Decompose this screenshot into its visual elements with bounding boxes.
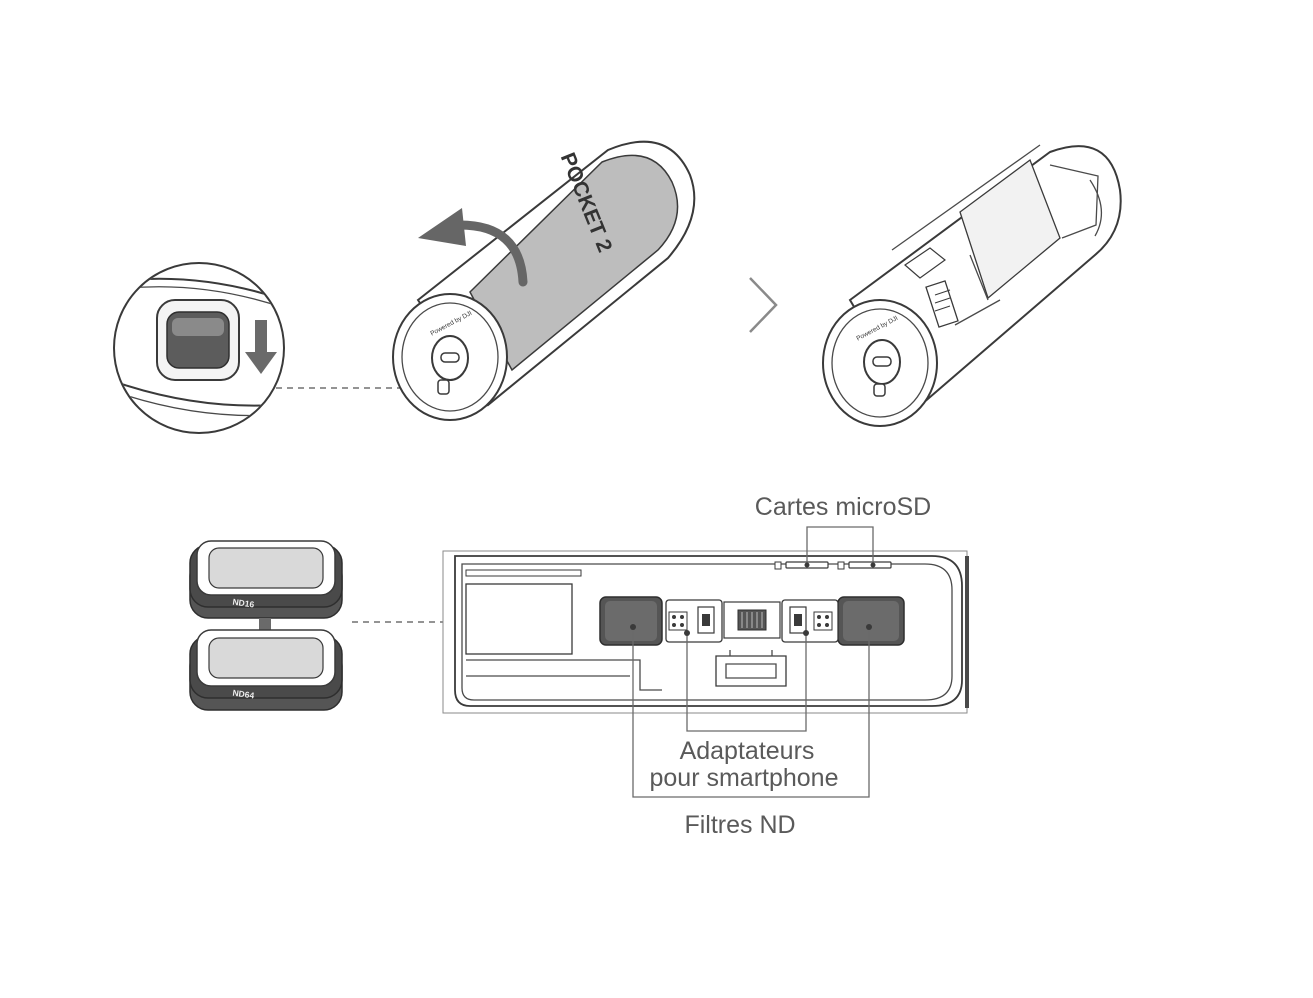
down-arrow-icon [245,320,277,374]
nd-filters-leader [630,624,872,798]
microsd-label: Cartes microSD [755,493,931,521]
phone-adapter-left [665,599,723,643]
rotate-arrow-icon [418,208,528,287]
case-interior-top-view [442,550,969,714]
latch-button-icon [437,379,450,395]
nd64-label: ND64 [232,688,255,701]
chevron-right-icon [749,277,778,333]
pocket2-case-open: Powered by DJI [822,144,1122,427]
nd-filter-top: ND16 [189,540,343,619]
latch-zoom-inset [113,262,285,434]
adapters-label-line2: pour smartphone [649,764,838,792]
microsd-slot-right [837,561,892,570]
nd-filter-bottom: ND64 [189,629,343,711]
pocket2-case-closed: Powered by DJI POCKET 2 [392,140,696,421]
microsd-leader [804,526,876,568]
phone-adapter-right [781,599,839,643]
adapters-leader [684,630,809,732]
adapters-label-line1: Adaptateurs [680,737,815,765]
nd-filters-label: Filtres ND [684,811,795,839]
nd16-label: ND16 [232,597,255,610]
